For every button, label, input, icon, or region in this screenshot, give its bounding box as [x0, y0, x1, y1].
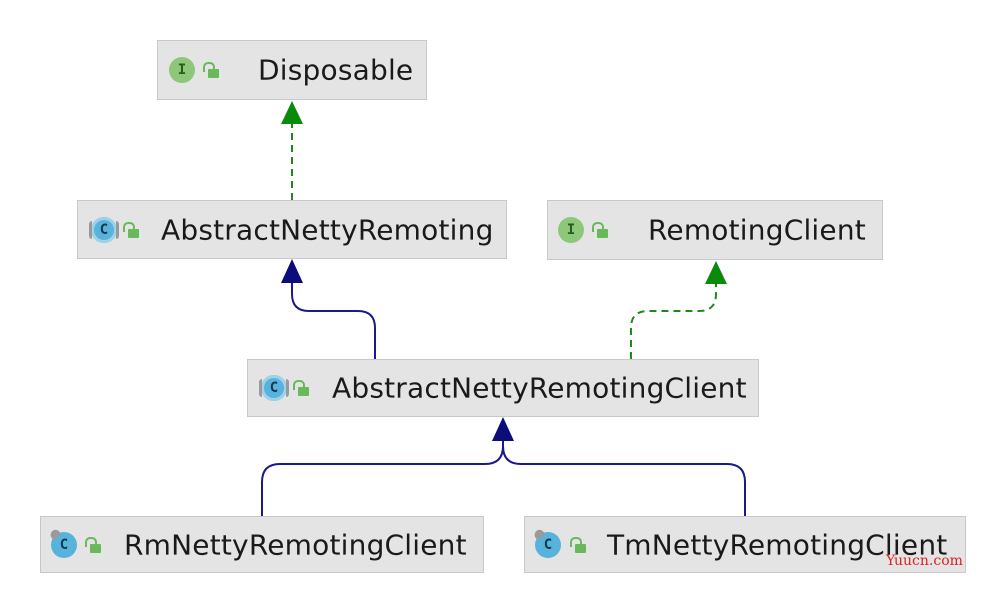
interface-icon: I: [169, 57, 195, 83]
arrowhead-extends: [492, 417, 514, 441]
edge-extends-abstract-netty-remoting: [281, 259, 376, 359]
abstract-class-icon: C: [89, 216, 119, 243]
node-label: AbstractNettyRemoting: [161, 213, 494, 246]
interface-icon: I: [558, 217, 584, 243]
public-lock-icon: [203, 62, 219, 78]
node-abstract-netty-remoting-client[interactable]: C AbstractNettyRemotingClient: [247, 359, 759, 417]
node-tm-netty-remoting-client[interactable]: C TmNettyRemotingClient: [524, 516, 966, 573]
public-lock-icon: [85, 536, 101, 553]
edge-implements-disposable: [281, 101, 303, 200]
node-label: Disposable: [258, 53, 414, 87]
node-abstract-netty-remoting[interactable]: C AbstractNettyRemoting: [77, 200, 507, 259]
edge-extends-rm: [261, 440, 504, 516]
final-class-icon: C: [51, 531, 77, 558]
edge-extends-tm: [492, 417, 746, 516]
final-class-icon: C: [535, 531, 561, 558]
watermark: Yuucn.com: [886, 553, 963, 569]
node-label: RemotingClient: [648, 213, 866, 247]
public-lock-icon: [592, 222, 608, 238]
node-rm-netty-remoting-client[interactable]: C RmNettyRemotingClient: [40, 516, 484, 573]
node-label: AbstractNettyRemotingClient: [332, 371, 747, 405]
node-label: TmNettyRemotingClient: [607, 528, 948, 561]
public-lock-icon: [123, 221, 139, 238]
public-lock-icon: [570, 536, 586, 553]
arrowhead-extends: [281, 259, 303, 283]
arrowhead-implements: [705, 261, 727, 284]
node-label: RmNettyRemotingClient: [124, 528, 467, 561]
abstract-class-icon: C: [259, 375, 289, 401]
public-lock-icon: [293, 380, 309, 396]
arrowhead-implements: [281, 101, 303, 124]
node-disposable[interactable]: I Disposable: [157, 40, 427, 100]
node-remoting-client[interactable]: I RemotingClient: [547, 200, 883, 260]
edge-implements-remoting-client: [630, 261, 727, 359]
